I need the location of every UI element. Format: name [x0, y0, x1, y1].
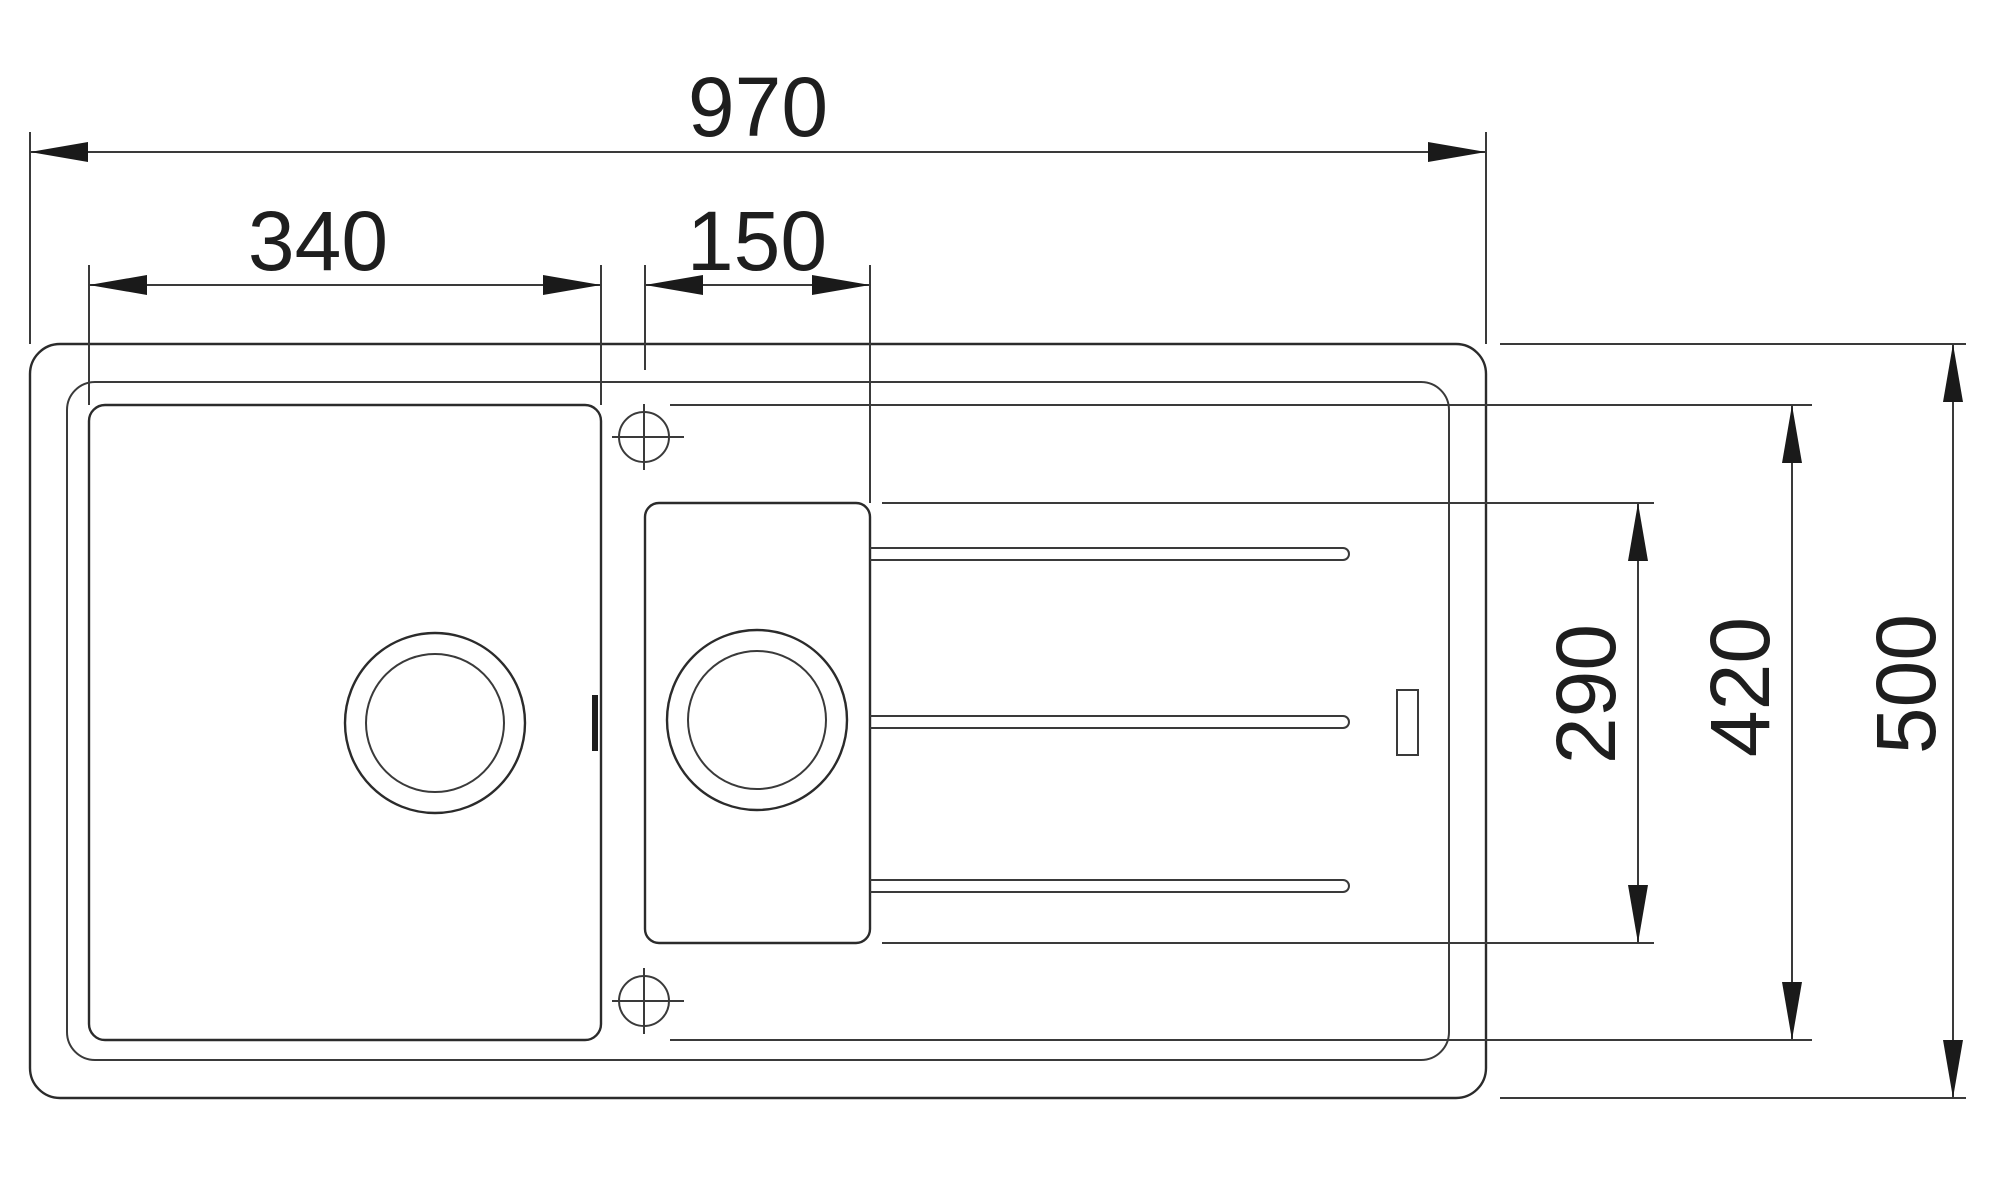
drainer-groove-top — [870, 547, 1350, 561]
sink-outer-rim — [28, 342, 1488, 1100]
dim-small-bowl-width: 150 — [645, 194, 870, 295]
dim-small-bowl-depth: 290 — [1539, 503, 1648, 943]
drainer-groove-bottom — [870, 879, 1350, 893]
tap-hole-top — [612, 404, 684, 470]
extension-lines — [29, 132, 1966, 1099]
main-bowl-outline — [87, 403, 603, 1042]
small-bowl — [643, 501, 872, 945]
sink-body — [28, 342, 1488, 1100]
main-drain-inner — [365, 653, 505, 793]
dim-overall-width: 970 — [30, 60, 1486, 162]
overflow-slot-icon — [592, 695, 598, 751]
dim-main-bowl-width-label: 340 — [248, 194, 388, 288]
small-drain-outer — [665, 628, 849, 812]
dim-bowl-inner-depth: 420 — [1693, 405, 1802, 1040]
drainer-slot-icon — [1396, 689, 1419, 756]
main-bowl — [87, 403, 603, 1042]
main-drain-outer — [343, 631, 527, 815]
dim-bowl-inner-depth-label: 420 — [1693, 617, 1787, 757]
sink-inner-rim — [66, 381, 1450, 1061]
dim-small-bowl-depth-label: 290 — [1539, 624, 1633, 764]
dim-overall-depth: 500 — [1859, 344, 1963, 1098]
small-bowl-outline — [643, 501, 872, 945]
drainer-groove-middle — [870, 715, 1350, 729]
dim-small-bowl-width-label: 150 — [687, 194, 827, 288]
dim-main-bowl-width: 340 — [89, 194, 601, 295]
drainer-grooves — [870, 547, 1419, 893]
tap-hole-bottom — [612, 968, 684, 1034]
small-drain-inner — [687, 650, 827, 790]
dim-overall-width-label: 970 — [688, 60, 828, 154]
dim-overall-depth-label: 500 — [1859, 614, 1953, 754]
